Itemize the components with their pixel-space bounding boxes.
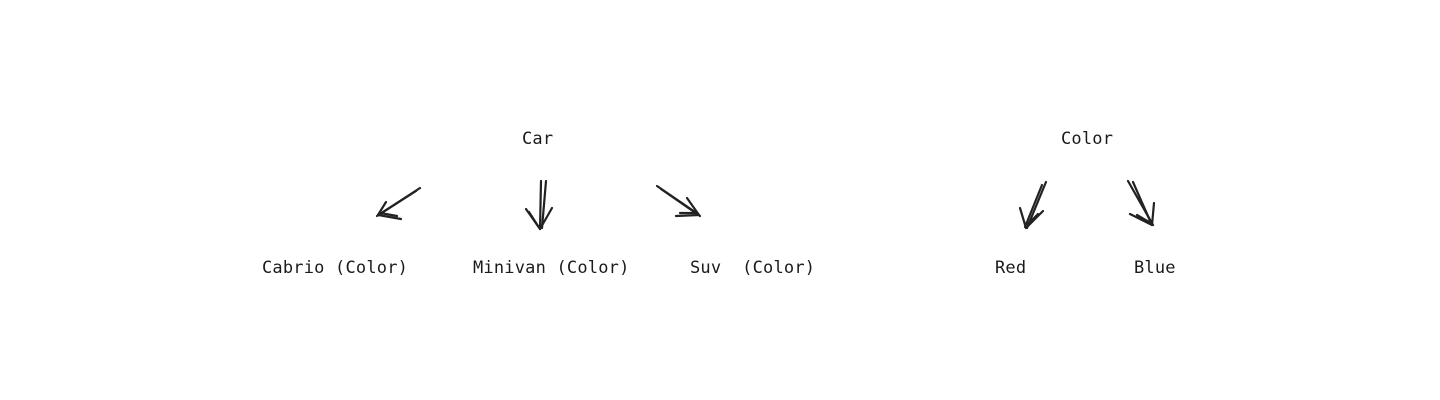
node-suv: Suv (Color) xyxy=(690,258,816,278)
arrow-car-to-suv xyxy=(655,184,702,218)
node-blue: Blue xyxy=(1134,258,1176,278)
node-car: Car xyxy=(522,129,554,149)
node-minivan: Minivan (Color) xyxy=(473,258,630,278)
arrow-color-to-red xyxy=(1018,180,1048,230)
arrow-car-to-cabrio xyxy=(375,186,422,221)
node-red: Red xyxy=(995,258,1027,278)
arrow-car-to-minivan xyxy=(524,179,554,231)
node-cabrio: Cabrio (Color) xyxy=(262,258,409,278)
arrow-color-to-blue xyxy=(1126,179,1156,227)
node-color: Color xyxy=(1061,129,1114,149)
